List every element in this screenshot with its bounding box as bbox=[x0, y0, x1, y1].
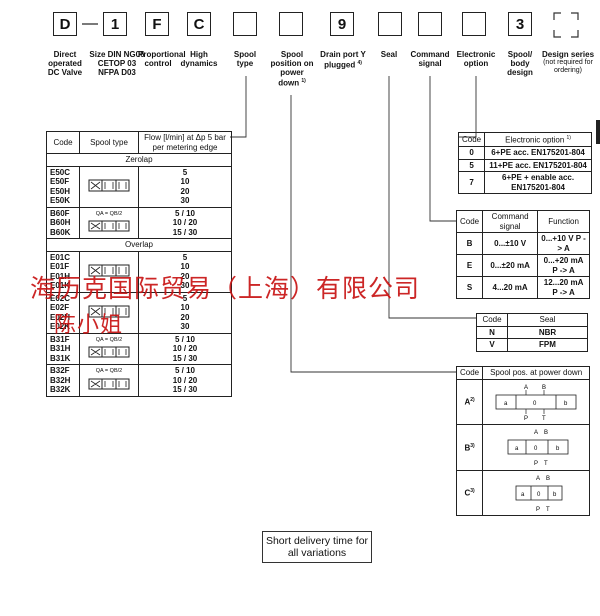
svg-text:a: a bbox=[521, 492, 525, 498]
header-direct-operated: Direct operated DC Valve bbox=[47, 50, 83, 77]
code-box-drain-port: 9 bbox=[330, 12, 354, 36]
header-electronic-option: Electronic option bbox=[456, 50, 496, 68]
spool-symbol-icon bbox=[88, 220, 130, 232]
svg-text:B: B bbox=[542, 385, 546, 391]
code-box-spool-body-design: 3 bbox=[508, 12, 532, 36]
zerolap-label: Zerolap bbox=[46, 153, 232, 167]
header-spool-type: Spool type bbox=[233, 50, 257, 68]
header-spool-position: Spool position on power down 1) bbox=[270, 50, 314, 88]
col-spool-type: Spool type bbox=[79, 131, 139, 154]
col-flow: Flow [l/min] at Δp 5 bar per metering ed… bbox=[138, 131, 232, 154]
code-box-spool-type bbox=[233, 12, 257, 36]
svg-text:b: b bbox=[553, 492, 557, 498]
header-proportional: Proportional control bbox=[138, 50, 186, 68]
code-separators bbox=[82, 23, 98, 25]
svg-text:T: T bbox=[546, 507, 550, 512]
header-spool-body-design: Spool/ body design bbox=[507, 50, 533, 77]
svg-text:P: P bbox=[536, 507, 540, 512]
svg-text:A: A bbox=[524, 385, 528, 391]
code-box-spool-position bbox=[279, 12, 303, 36]
code-box-electronic-option bbox=[462, 12, 486, 36]
svg-text:P: P bbox=[534, 461, 538, 466]
code-box-seal bbox=[378, 12, 402, 36]
code-box-dynamics: C bbox=[187, 12, 211, 36]
code-box-valve: D bbox=[53, 12, 77, 36]
page-edge-mark bbox=[596, 120, 600, 144]
spool-symbol-icon bbox=[88, 264, 130, 277]
code-box-design-series bbox=[553, 12, 579, 38]
svg-text:A: A bbox=[536, 476, 540, 482]
svg-text:P: P bbox=[524, 416, 528, 421]
svg-text:b: b bbox=[556, 446, 560, 452]
header-drain-port: Drain port Y plugged 4) bbox=[320, 50, 366, 70]
svg-text:b: b bbox=[564, 401, 568, 407]
spool-symbol-icon bbox=[88, 346, 130, 358]
header-high-dynamics: High dynamics bbox=[180, 50, 218, 68]
header-seal: Seal bbox=[380, 50, 398, 59]
header-size: Size DIN NG06 CETOP 03 NFPA D03 bbox=[89, 50, 145, 77]
overlap-label: Overlap bbox=[46, 238, 232, 252]
svg-text:T: T bbox=[542, 416, 546, 421]
watermark-company: 海历克国际贸易（上海）有限公司 bbox=[30, 274, 421, 303]
svg-text:0: 0 bbox=[537, 492, 541, 498]
code-box-size: 1 bbox=[103, 12, 127, 36]
delivery-note: Short delivery time for all variations bbox=[262, 531, 372, 563]
spool-symbol-icon bbox=[88, 378, 130, 390]
svg-text:T: T bbox=[544, 461, 548, 466]
svg-text:B: B bbox=[544, 430, 548, 436]
svg-text:a: a bbox=[504, 401, 508, 407]
svg-text:A: A bbox=[534, 430, 538, 436]
header-design-series: Design series(not required for ordering) bbox=[541, 50, 595, 74]
col-code: Code bbox=[46, 131, 80, 154]
svg-text:a: a bbox=[515, 446, 519, 452]
header-command-signal: Command signal bbox=[410, 50, 450, 68]
valve-position-a-icon: A B a 0 b P T bbox=[495, 385, 577, 422]
spool-symbol-icon bbox=[88, 305, 130, 318]
code-box-control: F bbox=[145, 12, 169, 36]
spool-type-table: Code Spool type Flow [l/min] at Δp 5 bar… bbox=[46, 131, 232, 397]
svg-text:0: 0 bbox=[534, 446, 538, 452]
watermark-contact: 陈小姐 bbox=[54, 313, 124, 338]
svg-text:B: B bbox=[546, 476, 550, 482]
code-box-command-signal bbox=[418, 12, 442, 36]
svg-text:0: 0 bbox=[533, 401, 537, 407]
spool-symbol-icon bbox=[88, 179, 130, 192]
